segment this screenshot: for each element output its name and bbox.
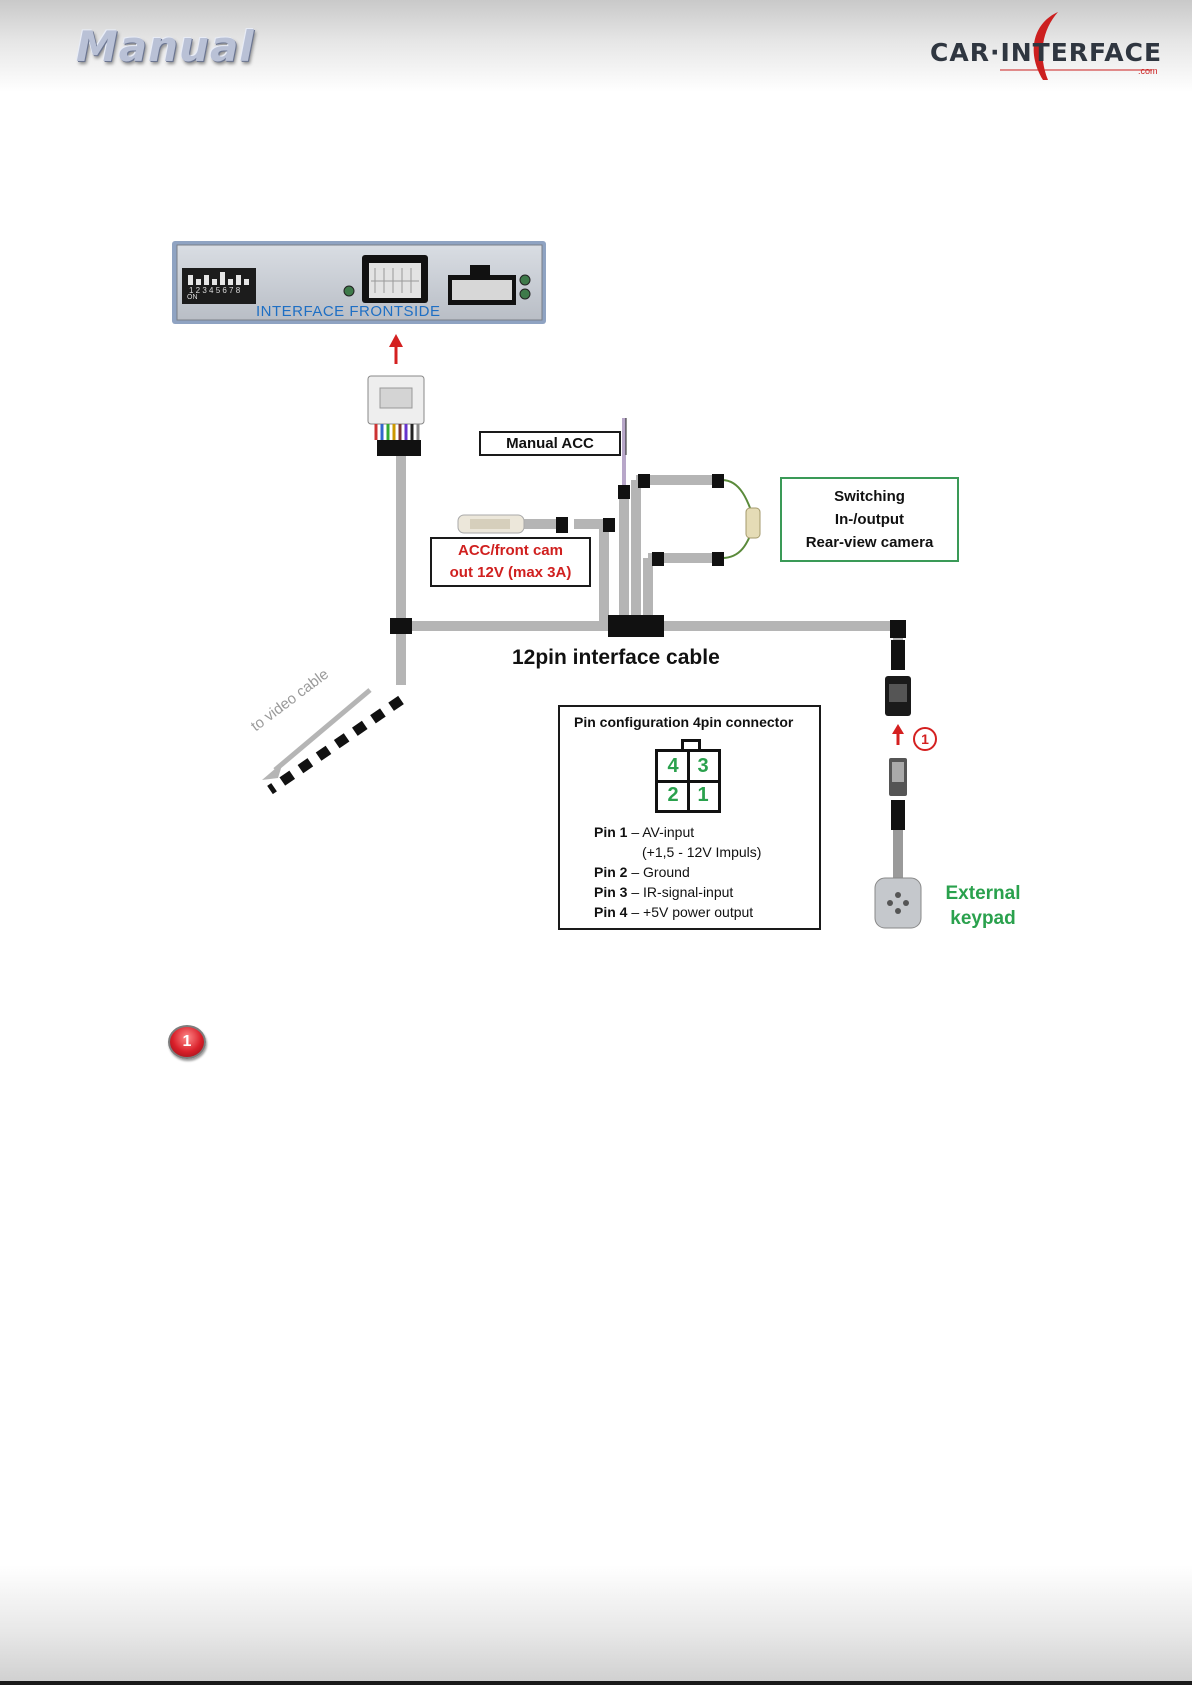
pin-config-title: Pin configuration 4pin connector <box>574 714 794 730</box>
acc-out-line1: ACC/front cam <box>457 542 563 559</box>
switching-box: Switching In-/output Rear-view camera <box>780 477 959 562</box>
acc-out-line2: out 12V (max 3A) <box>449 564 572 581</box>
connector-tab-icon <box>681 739 701 752</box>
cable-label: 12pin interface cable <box>512 646 720 669</box>
header-band <box>0 0 1192 92</box>
logo-suffix: .com <box>1138 66 1158 76</box>
12pin-plug-icon <box>367 375 425 456</box>
pin-grid: 4 3 2 1 <box>655 749 721 813</box>
acc-out-box: ACC/front cam out 12V (max 3A) <box>430 537 591 587</box>
pin-row: Pin 1 – AV-input <box>594 824 695 840</box>
interface-device <box>172 241 546 324</box>
logo-swoosh-icon <box>1000 12 1152 80</box>
logo-text: CAR·INTERFACE <box>930 38 1163 67</box>
pin-row: Pin 2 – Ground <box>594 864 690 880</box>
external-keypad-icon <box>874 830 922 929</box>
pin-cell: 4 <box>667 755 679 777</box>
acc-fuse-holder-icon <box>457 514 525 534</box>
footer-rule <box>0 1681 1192 1685</box>
dip-switch-numbers: 1 2 3 4 5 6 7 8 <box>189 286 241 295</box>
keypad-label: External keypad <box>945 883 1021 929</box>
car-interface-logo: CAR·INTERFACE .com <box>930 10 1162 95</box>
led-icon <box>343 285 355 297</box>
arrow-up-icon <box>389 334 403 364</box>
device-label: INTERFACE FRONTSIDE <box>256 303 441 320</box>
4pin-connector-icon <box>885 676 911 830</box>
switching-line3: Rear-view camera <box>805 534 934 551</box>
step-marker: 1 <box>913 727 937 751</box>
dip-switch-icon <box>182 268 256 304</box>
wiring-graphics <box>172 241 922 929</box>
switching-line1: Switching <box>834 488 905 505</box>
pin-cell: 3 <box>697 755 709 777</box>
note-marker: 1 <box>168 1025 206 1059</box>
pin-cell: 2 <box>667 784 679 806</box>
footer-band <box>0 1565 1192 1685</box>
manual-title: Manual <box>76 22 255 71</box>
manual-acc-label: Manual ACC <box>479 431 621 456</box>
pin-row: Pin 3 – IR-signal-input <box>594 884 734 900</box>
dip-on-label: ON <box>187 294 198 301</box>
connectors <box>390 474 906 670</box>
wiring-diagram: 1 2 3 4 5 6 7 8 ON INTERFACE FRONTSIDE M… <box>172 241 1021 930</box>
fuse-icon <box>745 507 761 539</box>
switching-line2: In-/output <box>834 511 905 528</box>
pin-config-box: Pin configuration 4pin connector 4 3 2 1… <box>558 705 821 930</box>
pin-row: (+1,5 - 12V Impuls) <box>642 844 762 860</box>
pin-row: Pin 4 – +5V power output <box>594 904 754 920</box>
video-cable-dashes <box>262 688 404 795</box>
pin-cell: 1 <box>697 784 709 806</box>
